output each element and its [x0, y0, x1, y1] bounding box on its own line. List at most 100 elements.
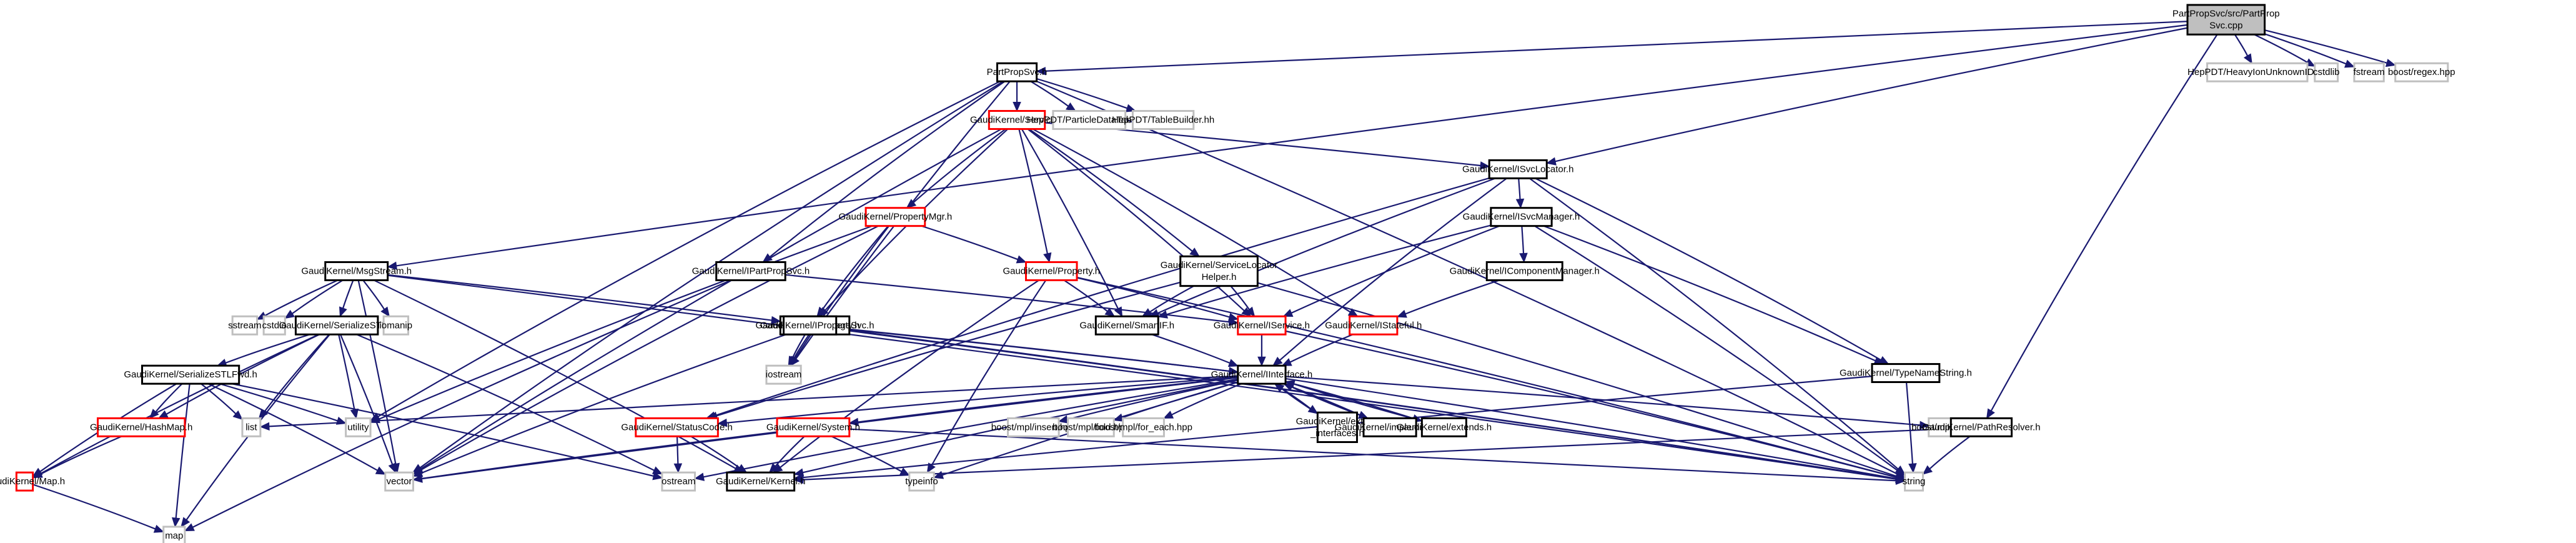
- node-root[interactable]: PartPropSvc/src/PartPropSvc.cpp: [2172, 4, 2280, 36]
- node-label: GaudiKernel/HashMap.h: [90, 422, 192, 432]
- arrowhead-icon: [232, 410, 243, 421]
- edge-service_h-to-property_h: [1018, 129, 1052, 263]
- node-box: [141, 364, 240, 385]
- node-list: list: [241, 417, 262, 437]
- edge-typenamestring-to-string: [1905, 382, 1917, 474]
- node-msgstream[interactable]: GaudiKernel/MsgStream.h: [301, 261, 412, 281]
- edge-root-to-fstream: [2264, 33, 2356, 68]
- node-tablebuilder: HepPDT/TableBuilder.hh: [1112, 110, 1214, 130]
- node-service-h[interactable]: GaudiKernel/Service.h: [970, 110, 1064, 130]
- edge-isvcmanager-to-icomponentmanager: [1519, 226, 1528, 263]
- node-mpl-insert: boost/mpl/insert.hpp: [991, 417, 1076, 437]
- node-label: vector: [387, 476, 412, 487]
- node-label: GaudiKernel/IInterface.h: [1211, 369, 1313, 380]
- node-label: GaudiKernel/IPartPropSvc.h: [692, 266, 810, 276]
- node-hashmap[interactable]: GaudiKernel/HashMap.h: [90, 417, 192, 437]
- node-mpl-fold: boost/mpl/fold.hpp: [1053, 417, 1129, 437]
- node-box: [1904, 471, 1925, 492]
- arrowhead-icon: [153, 524, 164, 533]
- node-label: boost/mpl/for_each.hpp: [1094, 422, 1192, 432]
- edge-service_h-to-istateful: [1032, 128, 1359, 317]
- node-isvcmanager[interactable]: GaudiKernel/ISvcManager.h: [1463, 207, 1580, 227]
- node-utility: utility: [345, 417, 372, 437]
- node-iproperty[interactable]: GaudiKernel/IProperty.h: [760, 315, 860, 336]
- node-box: [1237, 315, 1287, 336]
- arrowhead-icon: [899, 467, 910, 476]
- edge-propertymgr-to-property_h: [921, 225, 1027, 264]
- arrowhead-icon: [1515, 198, 1525, 209]
- node-box: [162, 526, 186, 543]
- node-typenamestring[interactable]: GaudiKernel/TypeNameString.h: [1840, 363, 1972, 383]
- arrowhead-icon: [157, 410, 169, 419]
- node-box: [1485, 261, 1563, 281]
- node-property-h[interactable]: GaudiKernel/Property.h: [1003, 261, 1100, 281]
- edge-serializestlfwd-to-hashmap: [149, 383, 183, 419]
- edge-partpropsvc_h-to-service_h: [1013, 81, 1021, 112]
- node-label: GaudiKernel/SerializeSTL.h: [279, 320, 395, 331]
- node-label: fstream: [2354, 67, 2385, 77]
- node-extends[interactable]: GaudiKernel/extends.h: [1397, 417, 1492, 437]
- node-box: [2394, 62, 2449, 82]
- arrowhead-icon: [375, 466, 386, 475]
- edge-root-to-cstdlib: [2254, 34, 2316, 67]
- node-implements[interactable]: GaudiKernel/implements.h: [1335, 417, 1445, 437]
- node-extend-interfaces[interactable]: GaudiKernel/extend_interfaces.h: [1296, 411, 1379, 443]
- node-box: [384, 471, 414, 492]
- edge-root-to-pathresolver: [1986, 34, 2218, 419]
- node-iinterface[interactable]: GaudiKernel/IInterface.h: [1211, 364, 1313, 385]
- edge-system_h-to-typeinfo: [831, 436, 910, 476]
- node-smartif[interactable]: GaudiKernel/SmartIF.h: [1079, 315, 1174, 336]
- node-label: iostream: [766, 369, 802, 380]
- node-kernel-h[interactable]: GaudiKernel/Kernel.h: [716, 471, 805, 492]
- node-istateful[interactable]: GaudiKernel/IStateful.h: [1325, 315, 1422, 336]
- node-box: [2186, 4, 2266, 36]
- arrowhead-icon: [284, 309, 295, 319]
- node-label: boost/mpl/insert.hpp: [991, 422, 1076, 432]
- node-isvclocator[interactable]: GaudiKernel/ISvcLocator.h: [1462, 159, 1573, 179]
- node-serializestl[interactable]: GaudiKernel/SerializeSTL.h: [279, 315, 395, 336]
- node-label: string: [1903, 476, 1926, 487]
- node-iservice[interactable]: GaudiKernel/IService.h: [1214, 315, 1310, 336]
- node-pathresolver[interactable]: GaudiKernel/PathResolver.h: [1922, 417, 2041, 437]
- node-label: typeinfo: [905, 476, 938, 487]
- node-icomponentmanager[interactable]: GaudiKernel/IComponentManager.h: [1450, 261, 1600, 281]
- node-box: [726, 471, 796, 492]
- edge-iproperty-to-iinterface: [836, 327, 1239, 376]
- arrowhead-icon: [1228, 317, 1239, 326]
- node-label: GaudiKernel/ISvcLocator.h: [1462, 164, 1573, 174]
- node-label: Helper.h: [1202, 272, 1237, 282]
- node-fstream: fstream: [2353, 62, 2385, 82]
- arrowhead-icon: [1986, 408, 1995, 419]
- arrowhead-icon: [1189, 247, 1200, 257]
- node-ipartpropsvc[interactable]: GaudiKernel/IPartPropSvc.h: [692, 261, 810, 281]
- node-serializestlfwd[interactable]: GaudiKernel/SerializeSTLFwd.h: [124, 364, 257, 385]
- edge-isvcmanager-to-string: [1534, 225, 1906, 476]
- node-map-h[interactable]: GaudiKernel/Map.h: [0, 471, 65, 492]
- node-propertymgr[interactable]: GaudiKernel/PropertyMgr.h: [839, 207, 953, 227]
- node-system-h[interactable]: GaudiKernel/System.h: [766, 417, 860, 437]
- edge-iinterface-to-mpl_set: [1285, 376, 1930, 430]
- edge-isvcmanager-to-iservice: [1282, 225, 1500, 317]
- edge-extend_interfaces-to-iinterface: [1274, 383, 1318, 414]
- node-box: [1420, 417, 1467, 437]
- node-box: [2314, 62, 2339, 82]
- arrowhead-icon: [1162, 411, 1174, 419]
- arrowhead-icon: [2344, 59, 2356, 68]
- edge-serializestl-to-vector: [339, 334, 397, 474]
- node-label: boost/mpl/fold.hpp: [1053, 422, 1129, 432]
- node-box: [2353, 62, 2385, 82]
- node-partpropsvc-h[interactable]: PartPropSvc.h: [987, 62, 1048, 82]
- edge-statuscode-to-ostream: [673, 436, 683, 474]
- node-label: GaudiKernel/extend: [1296, 416, 1379, 427]
- edge-iproperty-to-iostream: [788, 334, 806, 367]
- node-box: [1024, 261, 1078, 281]
- edge-serializestlfwd-to-list: [201, 383, 243, 421]
- arrowhead-icon: [1246, 306, 1256, 317]
- arrowhead-icon: [387, 261, 397, 271]
- edge-istateful-to-iinterface: [1281, 334, 1354, 366]
- node-box: [661, 471, 696, 492]
- arrowhead-icon: [149, 409, 159, 419]
- edge-smartif-to-iinterface: [1151, 334, 1239, 367]
- node-statuscode[interactable]: GaudiKernel/StatusCode.h: [621, 417, 733, 437]
